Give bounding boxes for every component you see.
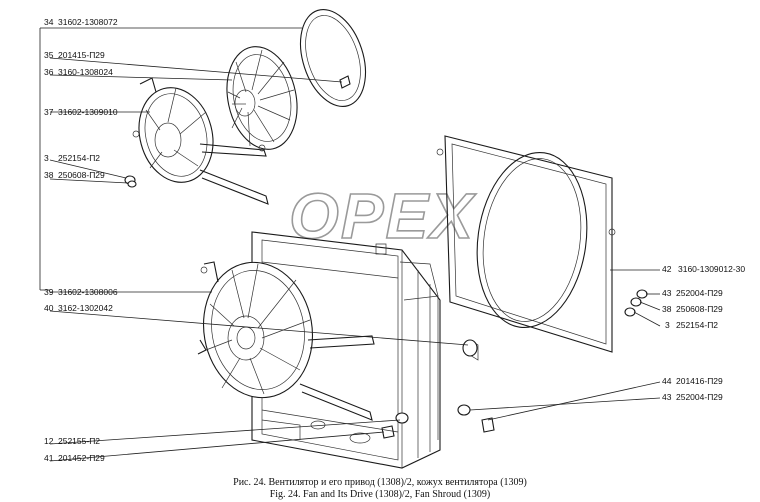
figure-caption-en: Fig. 24. Fan and Its Drive (1308)/2, Fan… [269,489,491,500]
callouts-right: 42 3160-1309012-30 43 252004-П29 38 2506… [662,264,745,402]
callout-num: 40 [44,303,54,313]
callout-code: 252155-П2 [58,436,100,446]
callout-num: 41 [44,453,54,463]
callout-code: 31602-1308072 [58,17,118,27]
callout-code: 201415-П29 [58,50,105,60]
callout-num: 39 [44,287,54,297]
fan-assembly-lower-drawing [197,261,375,421]
callouts-left: 34 31602-1308072 35 201415-П29 36 3160-1… [44,17,118,463]
callout-code: 252004-П29 [676,392,723,402]
callout-code: 201416-П29 [676,376,723,386]
hardware-drawing [124,75,648,439]
callout-code: 31602-1309010 [58,107,118,117]
callout-code: 31602-1308006 [58,287,118,297]
figure-caption-ru: Рис. 24. Вентилятор и его привод (1308)/… [233,477,527,488]
callout-code: 201452-П29 [58,453,105,463]
callout-code: 3160-1308024 [58,67,113,77]
callout-code: 3162-1302042 [58,303,113,313]
callout-num: 42 [662,264,672,274]
fan-shroud-drawing [436,135,616,353]
callout-code: 250608-П29 [676,304,723,314]
callout-num: 44 [662,376,672,386]
callout-num: 3 [665,320,670,330]
callout-num: 35 [44,50,54,60]
callout-num: 43 [662,392,672,402]
radiator-drawing [251,231,479,469]
callout-num: 36 [44,67,54,77]
callout-code: 252154-П2 [676,320,718,330]
shroud-ring-drawing [300,9,366,107]
callout-num: 38 [44,170,54,180]
callout-code: 3160-1309012-30 [678,264,745,274]
callout-code: 252004-П29 [676,288,723,298]
callout-code: 252154-П2 [58,153,100,163]
callout-num: 3 [44,153,49,163]
callout-num: 43 [662,288,672,298]
callout-code: 250608-П29 [58,170,105,180]
leader-lines [39,27,661,462]
callout-num: 34 [44,17,54,27]
fan-wheel-drawing [226,46,298,150]
callout-num: 38 [662,304,672,314]
fan-bracket-upper-drawing [132,77,269,205]
callout-num: 37 [44,107,54,117]
callout-num: 12 [44,436,54,446]
